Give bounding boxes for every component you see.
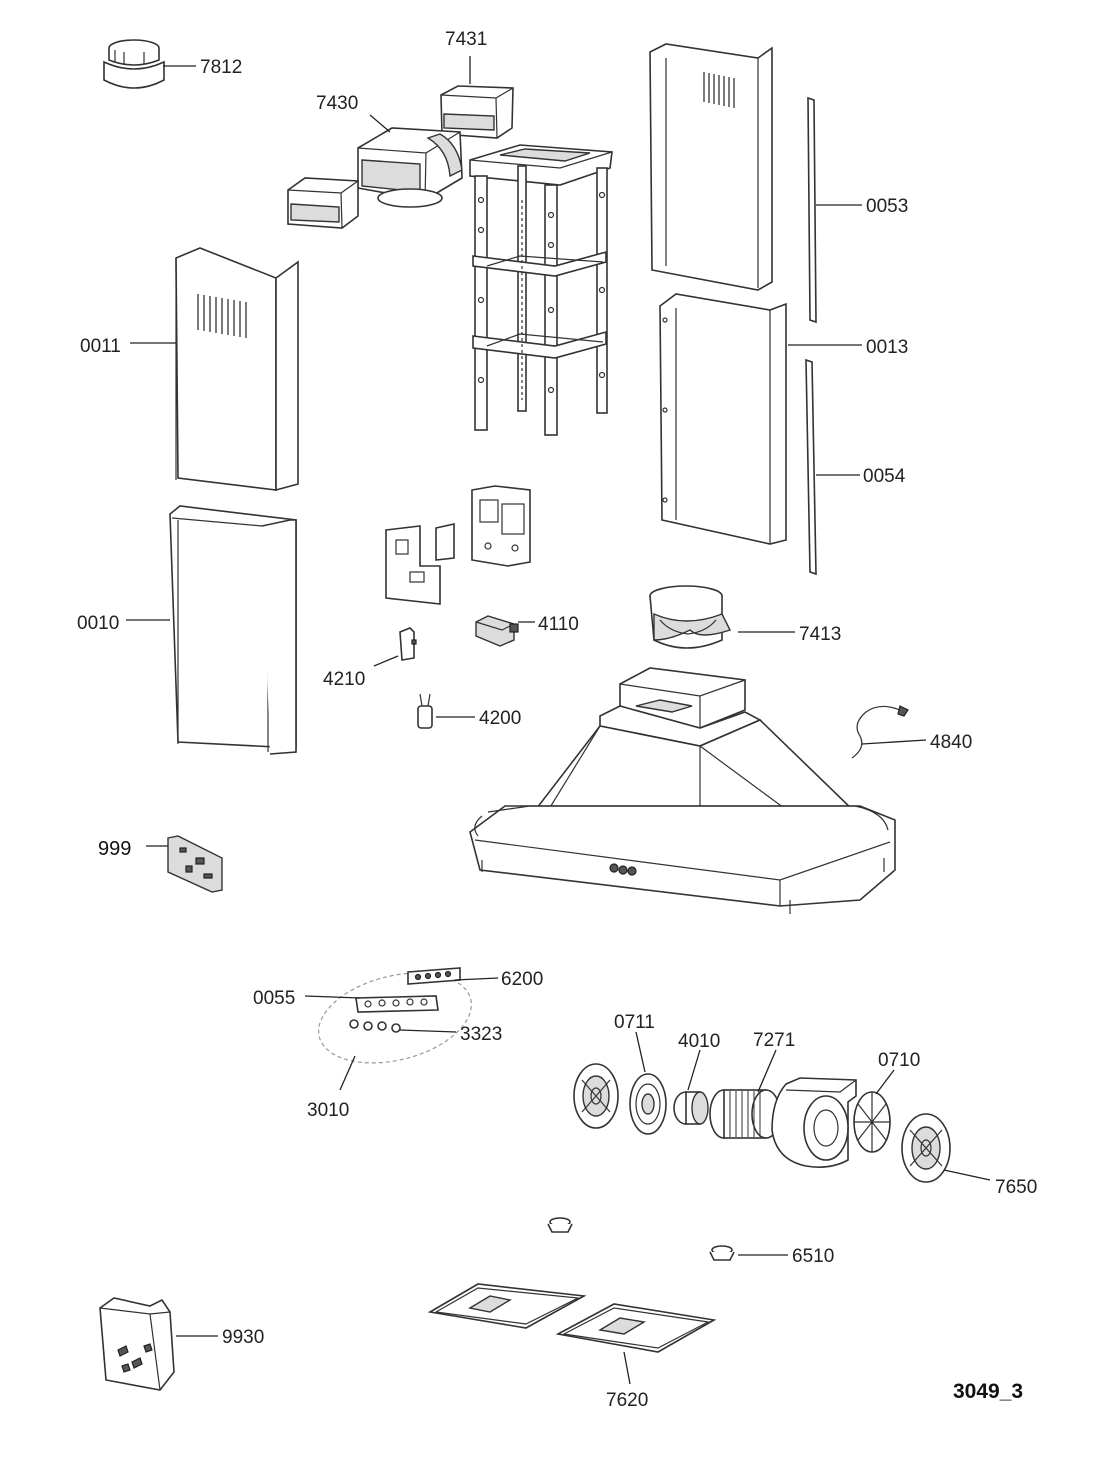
- part-7430-duct-piece: [287, 177, 359, 229]
- label-6200: 6200: [501, 969, 543, 990]
- part-7430-duct-tee: [357, 127, 463, 208]
- part-7620-filter-b: [555, 1303, 717, 1353]
- part-support-frame: [469, 144, 613, 436]
- label-0055: 0055: [253, 988, 295, 1009]
- label-0710: 0710: [878, 1050, 920, 1071]
- label-7620: 7620: [606, 1390, 648, 1411]
- label-7431: 7431: [445, 29, 487, 50]
- label-4010: 4010: [678, 1031, 720, 1052]
- part-0053-strip: [807, 96, 817, 324]
- label-4200: 4200: [479, 708, 521, 729]
- part-9930-accessory-bag: [99, 1297, 175, 1391]
- label-0053: 0053: [866, 196, 908, 217]
- diagram-code: 3049_3: [953, 1380, 1023, 1403]
- label-4210: 4210: [323, 669, 365, 690]
- label-6510: 6510: [792, 1246, 834, 1267]
- part-0054-strip: [805, 358, 817, 576]
- label-0711: 0711: [614, 1012, 655, 1033]
- part-7271-impeller: [709, 1089, 781, 1139]
- part-0013-lower-chimney: [659, 293, 787, 545]
- label-0013: 0013: [866, 337, 908, 358]
- part-4110-connector: [475, 615, 519, 647]
- label-9930: 9930: [222, 1327, 264, 1348]
- label-3323: 3323: [460, 1024, 502, 1045]
- label-0054: 0054: [863, 466, 906, 487]
- part-hood-body: [469, 667, 896, 914]
- part-0011-upper-chimney: [175, 247, 299, 492]
- part-0710-mesh: [853, 1091, 891, 1153]
- label-7812: 7812: [200, 57, 242, 78]
- part-7431-duct-connector: [440, 85, 514, 139]
- part-4010-motor: [673, 1091, 709, 1125]
- part-7413-adapter: [649, 585, 731, 649]
- part-6510-lamp-b: [709, 1245, 735, 1261]
- label-7430: 7430: [316, 93, 358, 114]
- part-999-circuit-board: [167, 835, 223, 893]
- part-left-grille: [573, 1063, 619, 1129]
- part-7620-filter-a: [427, 1283, 587, 1329]
- label-7650: 7650: [995, 1177, 1037, 1198]
- part-4200-capacitor: [417, 693, 433, 729]
- part-0711-plate: [629, 1073, 667, 1135]
- part-6510-lamp-a: [547, 1217, 573, 1233]
- part-7812-duct-collar: [103, 39, 165, 89]
- part-4210-switch: [399, 627, 417, 661]
- label-3010: 3010: [307, 1100, 349, 1121]
- part-electrical-bracket: [385, 485, 531, 605]
- label-4110: 4110: [538, 614, 579, 635]
- label-7413: 7413: [799, 624, 841, 645]
- label-4840: 4840: [930, 732, 972, 753]
- label-0010: 0010: [77, 613, 119, 634]
- part-7650-grille: [901, 1113, 951, 1183]
- part-3010-control-group: [318, 967, 472, 1064]
- label-0011: 0011: [80, 336, 121, 357]
- label-999: 999: [98, 838, 131, 860]
- part-4840-cable: [851, 705, 909, 759]
- label-7271: 7271: [753, 1030, 795, 1051]
- part-0010-lower-chimney: [169, 505, 297, 755]
- part-upper-chimney-right: [649, 43, 773, 291]
- part-scroll-housing: [771, 1077, 857, 1168]
